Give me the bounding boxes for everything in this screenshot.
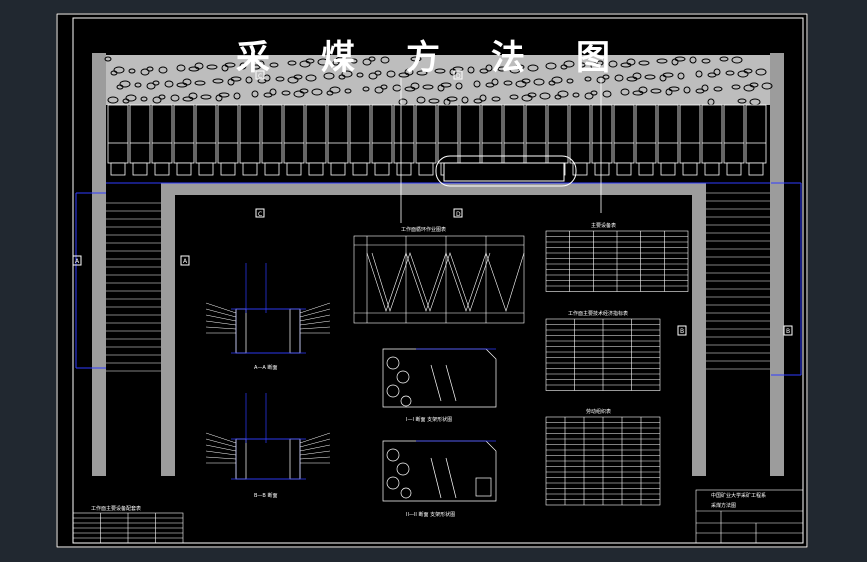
side-label-b2: B bbox=[786, 328, 790, 335]
support-profile-2 bbox=[382, 440, 497, 502]
side-label-b1: B bbox=[680, 328, 684, 335]
title-char-2: 煤 bbox=[321, 38, 355, 78]
economic-table bbox=[545, 318, 661, 391]
a-a-section bbox=[231, 263, 306, 354]
right-gateway-hatch bbox=[706, 192, 770, 370]
left-gateway-hatch bbox=[106, 202, 161, 372]
hydraulic-supports bbox=[107, 104, 767, 176]
title-block-project: 采煤方法图 bbox=[711, 502, 736, 509]
title-block bbox=[695, 489, 804, 544]
cad-drawing: C D C D A A B B A—A 断面 bbox=[56, 13, 808, 548]
goaf-rubble bbox=[104, 56, 773, 106]
right-roadway-inner bbox=[692, 183, 706, 476]
small-table bbox=[72, 512, 184, 544]
equipment-table bbox=[545, 230, 689, 292]
title-char-1: 采 bbox=[236, 38, 270, 78]
b-b-spray bbox=[205, 432, 331, 464]
left-roadway bbox=[92, 53, 106, 476]
section-mark-4: D bbox=[456, 211, 461, 218]
labor-table-title: 劳动组织表 bbox=[586, 408, 611, 415]
section-mark-3: C bbox=[258, 211, 262, 218]
b-b-label: B—B 断面 bbox=[254, 492, 277, 499]
title-char-3: 方 bbox=[406, 38, 440, 78]
shearer bbox=[435, 155, 577, 187]
labor-table bbox=[545, 416, 661, 506]
title-char-5: 图 bbox=[576, 38, 610, 78]
equipment-table-title: 主要设备表 bbox=[591, 222, 616, 229]
small-table-title: 工作面主要设备配套表 bbox=[91, 505, 141, 512]
b-b-section bbox=[231, 393, 306, 480]
left-roadway-inner bbox=[161, 183, 175, 476]
side-label-a2: A bbox=[183, 258, 188, 265]
top-roadway bbox=[161, 183, 706, 195]
title-char-4: 法 bbox=[491, 38, 525, 78]
a-a-spray bbox=[205, 302, 331, 334]
economic-table-title: 工作面主要技术经济指标表 bbox=[568, 310, 628, 317]
outer-frame bbox=[56, 13, 808, 548]
inner-frame bbox=[72, 17, 804, 544]
a-a-label: A—A 断面 bbox=[254, 364, 277, 371]
section-mark-2: D bbox=[456, 73, 461, 80]
title-block-school: 中国矿业大学采矿工程系 bbox=[711, 492, 766, 499]
drawing-sheet: C D C D A A B B A—A 断面 bbox=[56, 13, 808, 548]
support-profile-1 bbox=[382, 348, 497, 408]
cycle-chart-title: 工作面循环作业图表 bbox=[401, 226, 446, 233]
section-mark-1: C bbox=[258, 73, 262, 80]
drawing-title: 采 煤 方 法 图 bbox=[236, 30, 636, 80]
shearer-body bbox=[443, 162, 565, 182]
side-label-a1: A bbox=[75, 258, 80, 265]
cycle-chart bbox=[353, 235, 525, 324]
mid-top-label: I—I 断面 支架形状图 bbox=[406, 416, 452, 423]
right-roadway bbox=[770, 53, 784, 476]
mid-bottom-label: II—II 断面 支架形状图 bbox=[406, 511, 455, 518]
